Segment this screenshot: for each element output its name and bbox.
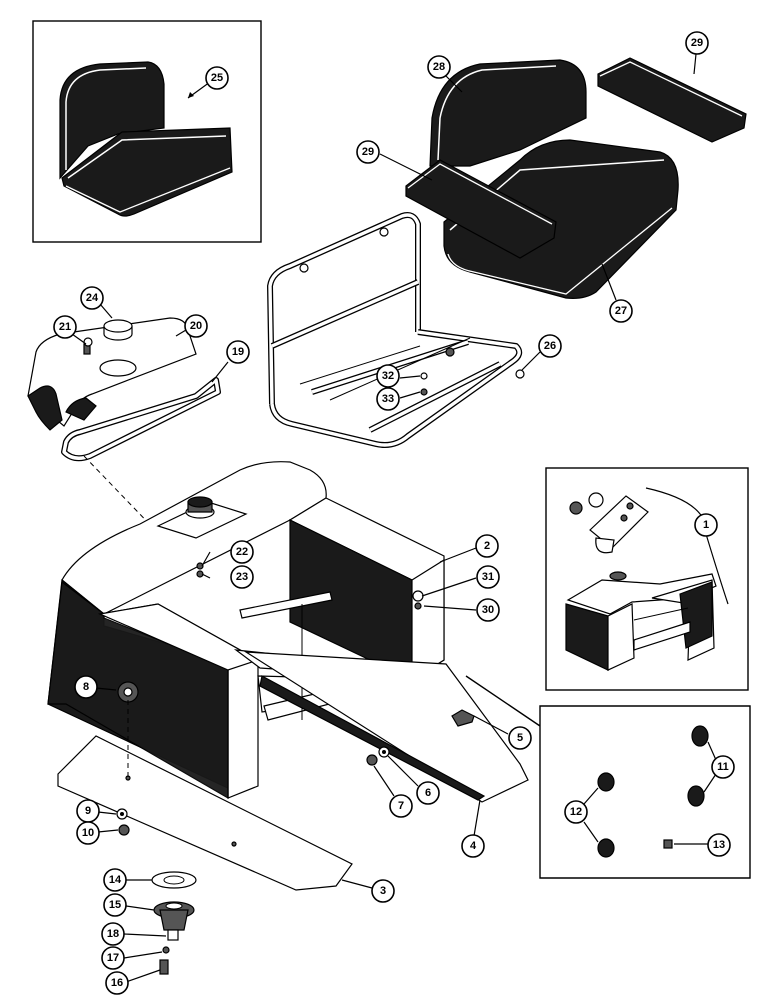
callout-18: 18: [101, 922, 125, 946]
callout-1: 1: [694, 513, 718, 537]
svg-text:1: 1: [703, 519, 709, 531]
svg-text:13: 13: [713, 839, 725, 851]
callout-31: 31: [476, 565, 500, 589]
callout-10: 10: [76, 821, 100, 845]
cover-assembly: [27, 303, 229, 561]
callout-14: 14: [103, 868, 127, 892]
svg-text:28: 28: [433, 61, 445, 73]
seat-frame: [267, 212, 541, 448]
callout-8: 8: [74, 675, 98, 699]
svg-text:29: 29: [691, 37, 703, 49]
svg-text:4: 4: [470, 840, 477, 852]
svg-text:12: 12: [570, 806, 582, 818]
callout-2: 2: [475, 534, 499, 558]
svg-text:25: 25: [211, 72, 223, 84]
svg-text:8: 8: [83, 681, 89, 693]
callout-15: 15: [103, 893, 127, 917]
svg-text:23: 23: [236, 571, 248, 583]
svg-text:31: 31: [482, 571, 494, 583]
callout-30: 30: [476, 598, 500, 622]
callout-11: 11: [711, 755, 735, 779]
callout-23: 23: [230, 565, 254, 589]
callout-33: 33: [376, 387, 400, 411]
seat-cushion-set: [379, 53, 747, 301]
inset-caps-plugs: [465, 675, 751, 879]
svg-text:16: 16: [111, 977, 123, 989]
callout-20: 20: [184, 314, 208, 338]
svg-text:18: 18: [107, 928, 119, 940]
callout-3: 3: [371, 879, 395, 903]
callout-9: 9: [76, 799, 100, 823]
svg-text:21: 21: [59, 321, 71, 333]
callout-12: 12: [564, 800, 588, 824]
svg-text:10: 10: [82, 827, 94, 839]
svg-text:19: 19: [232, 346, 244, 358]
svg-text:15: 15: [109, 899, 121, 911]
callout-6: 6: [416, 781, 440, 805]
svg-text:3: 3: [380, 885, 386, 897]
callout-28: 28: [427, 55, 451, 79]
svg-text:26: 26: [544, 340, 556, 352]
svg-text:14: 14: [109, 874, 122, 886]
callout-29: 29: [356, 140, 380, 164]
svg-text:6: 6: [425, 787, 431, 799]
svg-text:11: 11: [717, 761, 729, 773]
inset-box-assembly: [545, 467, 749, 691]
svg-text:7: 7: [398, 800, 404, 812]
callout-17: 17: [101, 946, 125, 970]
callout-16: 16: [105, 971, 129, 995]
callout-13: 13: [707, 833, 731, 857]
svg-text:33: 33: [382, 393, 394, 405]
svg-text:24: 24: [86, 292, 99, 304]
svg-text:17: 17: [107, 952, 119, 964]
callout-32: 32: [376, 364, 400, 388]
svg-text:9: 9: [85, 805, 91, 817]
callout-19: 19: [226, 340, 250, 364]
callout-21: 21: [53, 315, 77, 339]
hardware-fasteners: [97, 709, 509, 889]
callout-29: 29: [685, 31, 709, 55]
drain-fitting: [123, 871, 197, 983]
callout-5: 5: [508, 726, 532, 750]
callout-7: 7: [389, 794, 413, 818]
svg-text:2: 2: [484, 540, 490, 552]
svg-text:22: 22: [236, 546, 248, 558]
svg-text:29: 29: [362, 146, 374, 158]
inset-seat-assembly: [32, 20, 262, 243]
svg-text:32: 32: [382, 370, 394, 382]
callout-25: 25: [205, 66, 229, 90]
callout-4: 4: [461, 834, 485, 858]
callout-24: 24: [80, 286, 104, 310]
battery-box-housing: [47, 461, 529, 891]
svg-text:20: 20: [190, 320, 202, 332]
svg-text:30: 30: [482, 604, 494, 616]
svg-text:27: 27: [615, 305, 627, 317]
callout-22: 22: [230, 540, 254, 564]
callout-27: 27: [609, 299, 633, 323]
callout-26: 26: [538, 334, 562, 358]
svg-text:5: 5: [517, 732, 523, 744]
